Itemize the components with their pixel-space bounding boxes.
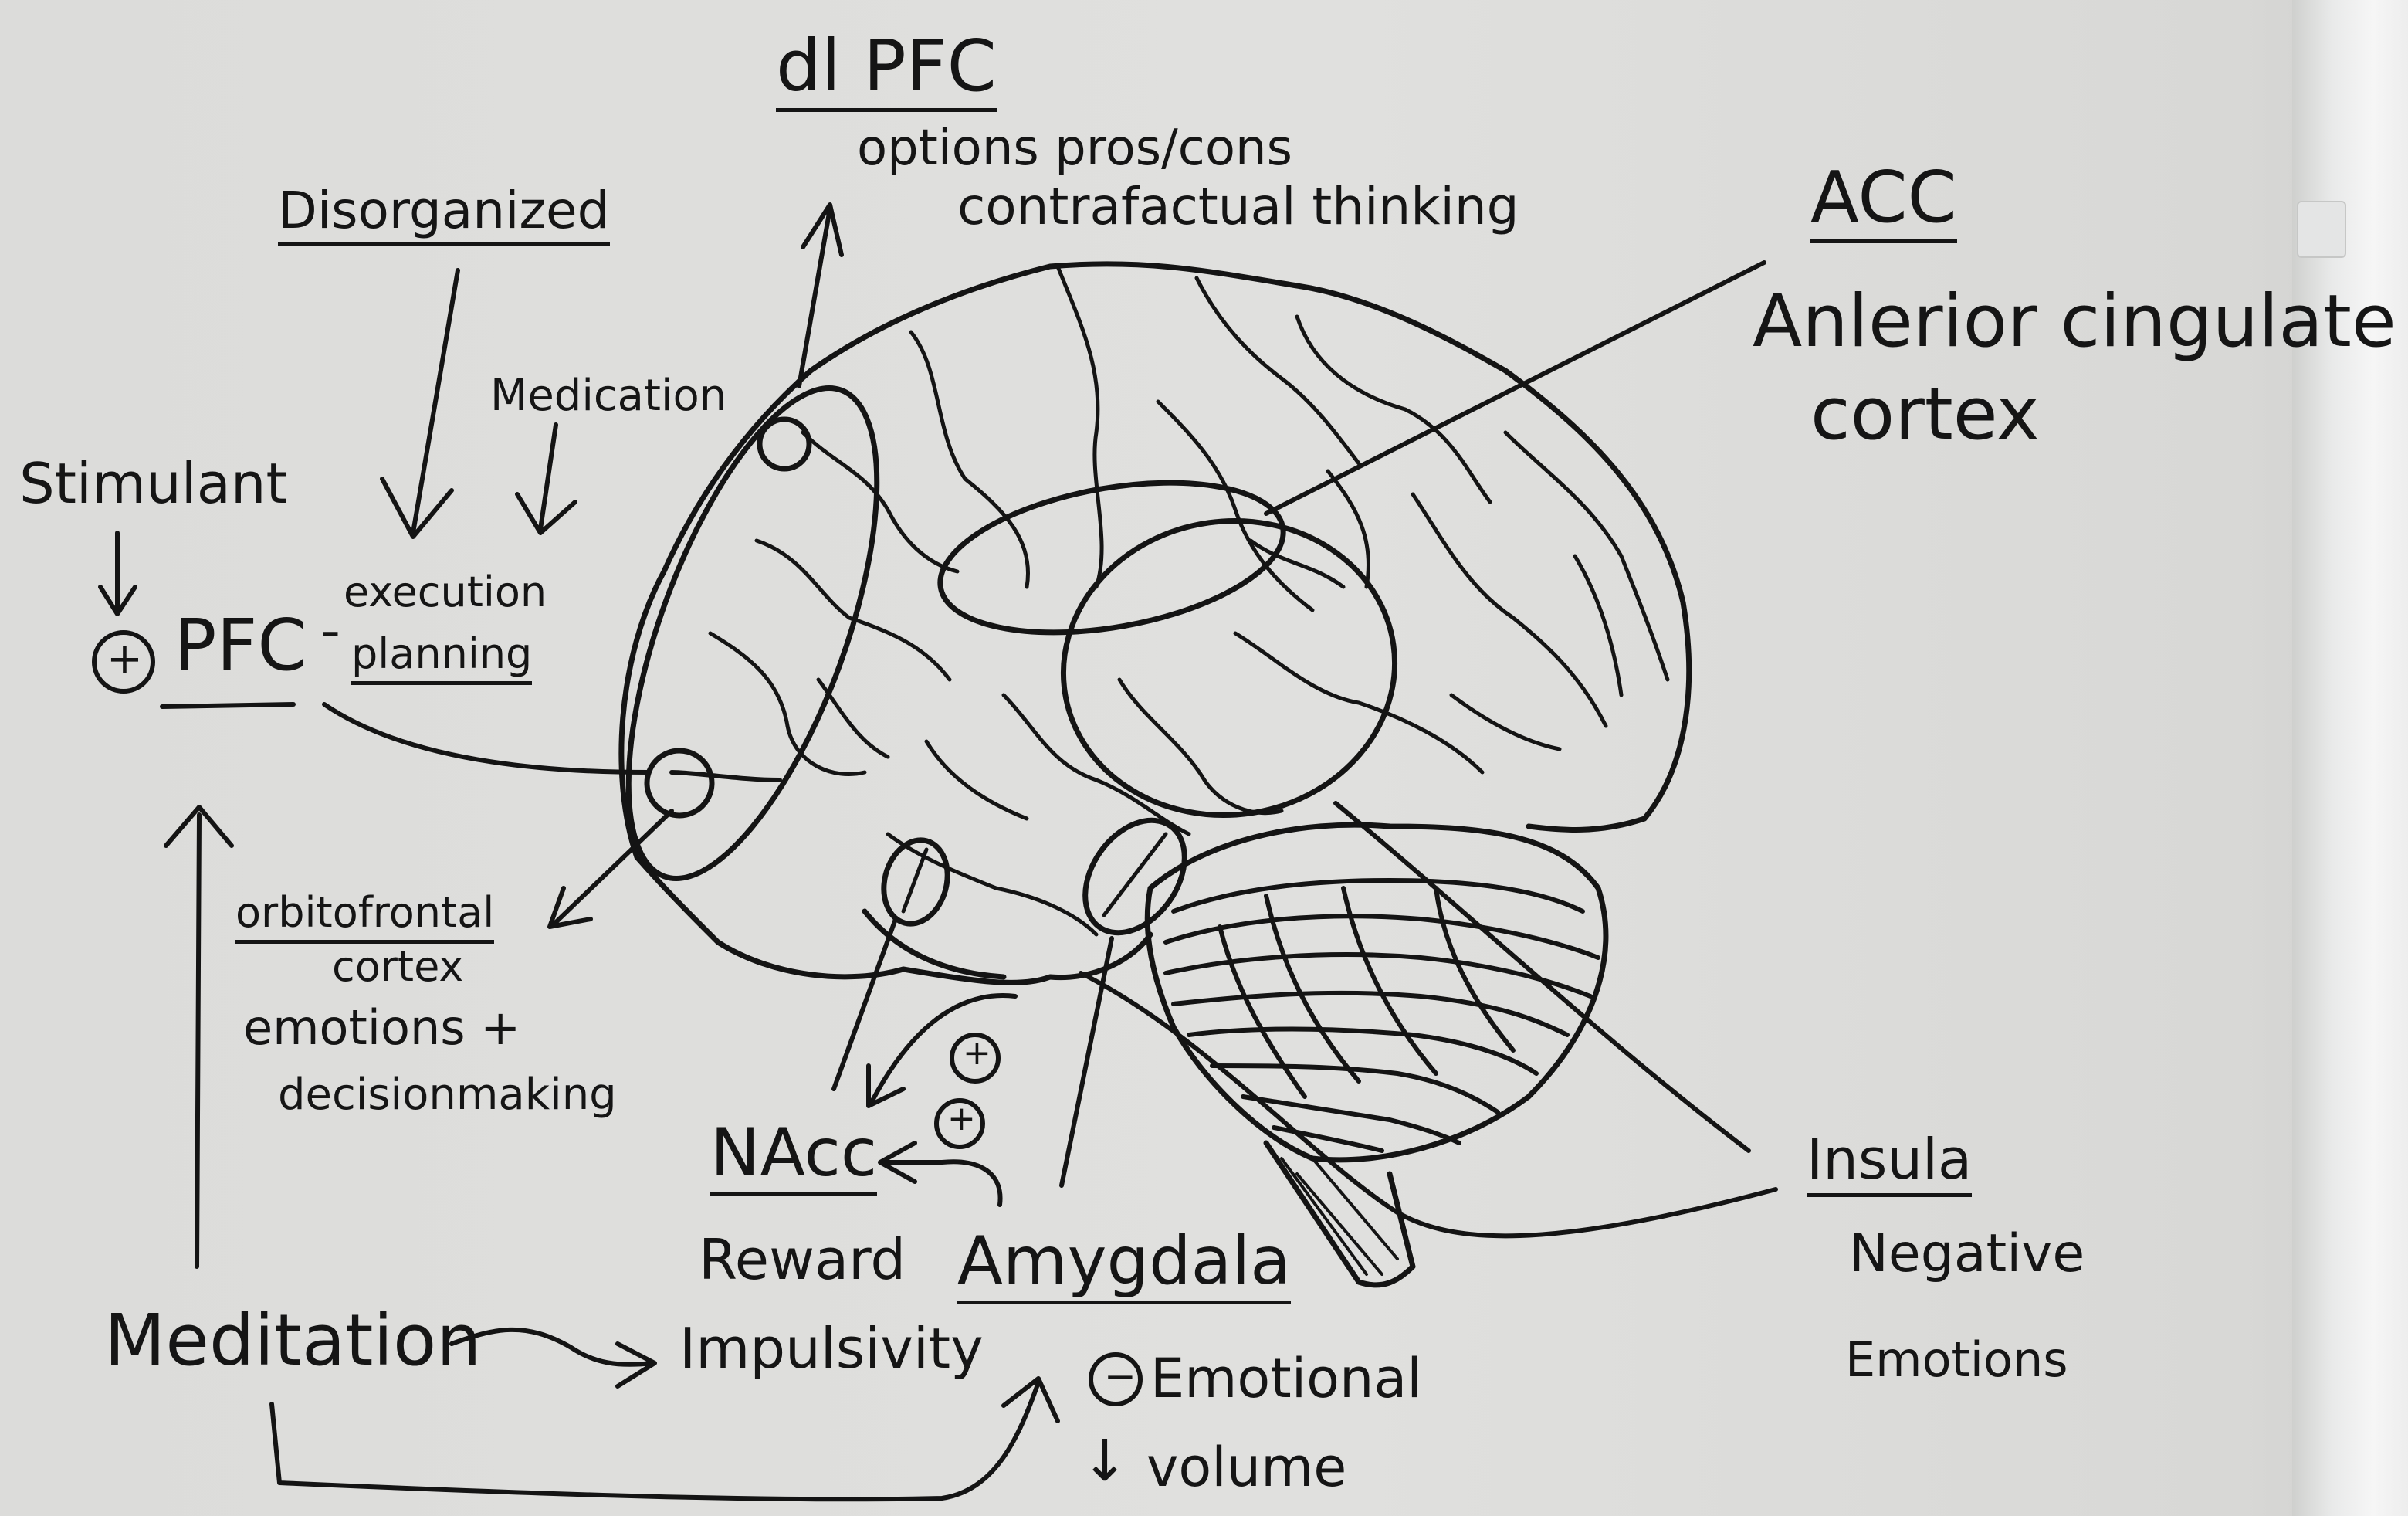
brain-outline: [621, 264, 1689, 983]
pfc-region-line: [324, 704, 649, 772]
meditation-to-amygdala-arrow: [272, 1379, 1058, 1499]
orbitofrontal-label: orbitofrontal: [235, 892, 494, 944]
emotions-label: Emotions: [1845, 1336, 2068, 1384]
nacc-slash: [903, 850, 926, 911]
volume-down-arrow: ↓: [1081, 1433, 1129, 1490]
execution-label: execution: [344, 571, 547, 613]
amygdala-label: Amygdala: [957, 1228, 1291, 1304]
insula-pointer-line-1: [1336, 803, 1749, 1151]
emotions-plus-label: emotions +: [243, 1004, 520, 1052]
meditation-label: Meditation: [104, 1305, 482, 1376]
planning-label: planning: [351, 633, 532, 685]
ofc-connector: [672, 772, 780, 780]
acc-label: ACC: [1810, 162, 1957, 243]
medication-label: Medication: [490, 375, 726, 418]
meditation-to-reward-arrow: [452, 1330, 655, 1386]
region-markers: [577, 358, 1414, 951]
pathway-plus-lower: +: [947, 1102, 976, 1136]
pathway-plus-upper: +: [963, 1036, 991, 1070]
pfc-underline: [162, 704, 293, 707]
disorganized-label: Disorganized: [278, 185, 610, 246]
stimulant-arrow: [100, 533, 135, 614]
pfc-dash: -: [320, 602, 340, 658]
volume-label: volume: [1146, 1440, 1346, 1494]
amygdala-to-nacc-arrow: [880, 1143, 1001, 1205]
acc-ring-upper: [929, 459, 1295, 656]
dl-pfc-line2: contrafactual thinking: [957, 181, 1519, 232]
dl-pfc-line1: options pros/cons: [857, 124, 1292, 173]
brain-folds: [710, 266, 1668, 934]
pathway-curve-arrow: [869, 995, 1015, 1106]
dl-pfc-title: dl PFC: [776, 31, 997, 112]
nacc-label: NAcc: [710, 1120, 877, 1196]
cerebellum: [1147, 825, 1606, 1160]
insula-pointer-line-2: [1081, 973, 1776, 1236]
dlpfc-oval: [577, 358, 929, 908]
pfc-plus-symbol: +: [107, 638, 143, 681]
meditation-up-arrow: [166, 807, 232, 1267]
dlpfc-pointer-arrow: [799, 205, 842, 386]
acc-pointer-line: [1266, 263, 1764, 514]
nacc-pointer-line: [834, 919, 896, 1089]
insula-label: Insula: [1807, 1131, 1972, 1197]
decision-making-label: decisionmaking: [278, 1073, 617, 1117]
orbitofrontal-cortex-label: cortex: [332, 946, 463, 988]
medication-arrow: [517, 425, 575, 533]
negative-label: Negative: [1849, 1228, 2085, 1280]
emotional-minus-symbol: −: [1104, 1357, 1136, 1396]
acc-ring-lower: [1045, 500, 1414, 836]
acc-full-line1: Anlerior cingulate: [1753, 286, 2396, 358]
ofc-small-circle: [647, 751, 712, 816]
emotional-label: Emotional: [1150, 1352, 1422, 1406]
acc-full-line2: cortex: [1810, 378, 2040, 451]
disorganized-arrow: [382, 270, 458, 537]
reward-label: Reward: [699, 1232, 906, 1287]
amygdala-slash: [1104, 834, 1166, 915]
dlpfc-small-circle: [760, 419, 809, 469]
pfc-label: PFC: [174, 610, 307, 681]
impulsivity-label: Impulsivity: [679, 1321, 984, 1376]
stimulant-label: Stimulant: [19, 456, 288, 511]
